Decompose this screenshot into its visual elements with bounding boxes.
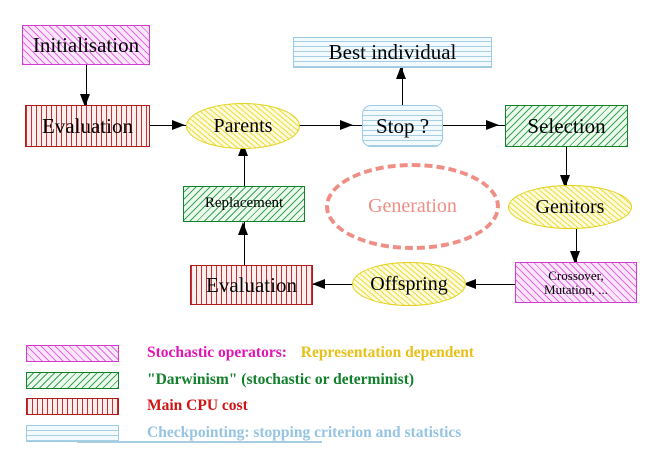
node-selection[interactable]: Selection	[505, 105, 628, 147]
node-evaluation-bottom-label: Evaluation	[206, 272, 297, 297]
arrowhead-operators-to-offspring	[463, 279, 476, 289]
legend-label-stochastic-operators: Stochastic operators: Representation dep…	[147, 344, 474, 362]
legend-swatch-magenta-hatch	[26, 344, 119, 362]
arrowhead-genitors-to-operators	[570, 251, 580, 264]
node-initialisation-label: Initialisation	[32, 32, 140, 57]
edge-parents-to-stop	[298, 125, 366, 126]
arrowhead-selection-to-genitors	[560, 175, 570, 188]
node-offspring-label: Offspring	[370, 272, 448, 295]
edge-initialisation-to-evaluation	[86, 65, 87, 107]
edge-evaluation-to-replacement	[244, 222, 245, 266]
arrowhead-replacement-to-parents	[238, 143, 248, 156]
node-parents-label: Parents	[213, 114, 273, 137]
node-offspring[interactable]: Offspring	[352, 262, 466, 306]
edge-offspring-to-evaluation	[312, 284, 362, 285]
legend-row-checkpointing: Checkpointing: stopping criterion and st…	[26, 420, 461, 446]
arrowhead-parents-to-stop	[340, 120, 353, 130]
legend-label-checkpointing-primary: Checkpointing: stopping criterion and st…	[147, 424, 462, 441]
node-generation-label: Generation	[368, 195, 457, 217]
legend-row-main-cpu-cost: Main CPU cost	[26, 393, 248, 419]
node-best-individual[interactable]: Best individual	[293, 37, 492, 68]
node-stop-label: Stop ?	[375, 113, 430, 138]
edge-operators-to-offspring	[463, 284, 516, 285]
node-operators[interactable]: Crossover, Mutation, ...	[515, 262, 637, 303]
arrowhead-evaluation-to-replacement	[238, 222, 248, 235]
arrowhead-stop-to-selection	[486, 120, 499, 130]
edge-genitors-to-operators	[576, 226, 577, 264]
edge-replacement-to-parents	[244, 146, 245, 187]
arrowhead-stop-to-best-individual	[396, 66, 406, 79]
edge-stop-to-best-individual	[402, 66, 403, 108]
legend-swatch-green-hatch	[26, 371, 119, 389]
node-best-individual-label: Best individual	[328, 40, 457, 65]
bottom-divider	[77, 441, 322, 443]
legend-row-darwinism: "Darwinism" (stochastic or determinist)	[26, 367, 414, 393]
edge-stop-to-selection	[443, 125, 509, 126]
node-evaluation-bottom[interactable]: Evaluation	[190, 265, 313, 305]
node-selection-label: Selection	[527, 113, 606, 138]
arrowhead-initialisation-to-evaluation	[80, 94, 90, 107]
legend-swatch-blue-horizontal-hatch	[26, 424, 119, 442]
node-genitors-label: Genitors	[535, 195, 605, 218]
node-generation: Generation	[325, 163, 500, 250]
node-evaluation-top[interactable]: Evaluation	[25, 105, 150, 147]
node-genitors[interactable]: Genitors	[508, 185, 632, 229]
legend-label-stochastic-operators-primary: Stochastic operators:	[147, 344, 287, 361]
node-parents[interactable]: Parents	[186, 103, 300, 149]
legend-label-checkpointing: Checkpointing: stopping criterion and st…	[147, 424, 461, 442]
legend-label-darwinism-primary: "Darwinism" (stochastic or determinist)	[147, 371, 415, 388]
arrowhead-offspring-to-evaluation	[312, 279, 325, 289]
node-operators-label: Crossover, Mutation, ...	[544, 267, 608, 297]
node-evaluation-top-label: Evaluation	[42, 113, 133, 138]
node-stop[interactable]: Stop ?	[362, 105, 443, 147]
legend-label-main-cpu-cost: Main CPU cost	[147, 397, 248, 415]
legend-label-stochastic-operators-secondary: Representation dependent	[300, 344, 475, 361]
arrowhead-evaluation-to-parents	[172, 120, 185, 130]
node-replacement-label: Replacement	[204, 195, 284, 212]
node-initialisation[interactable]: Initialisation	[22, 25, 150, 65]
edge-selection-to-genitors	[566, 147, 567, 189]
legend-row-stochastic-operators: Stochastic operators: Representation dep…	[26, 340, 474, 366]
legend-label-main-cpu-cost-primary: Main CPU cost	[147, 397, 248, 414]
legend-label-darwinism: "Darwinism" (stochastic or determinist)	[147, 371, 414, 389]
node-replacement[interactable]: Replacement	[183, 186, 305, 222]
legend-swatch-red-vertical-hatch	[26, 397, 119, 415]
